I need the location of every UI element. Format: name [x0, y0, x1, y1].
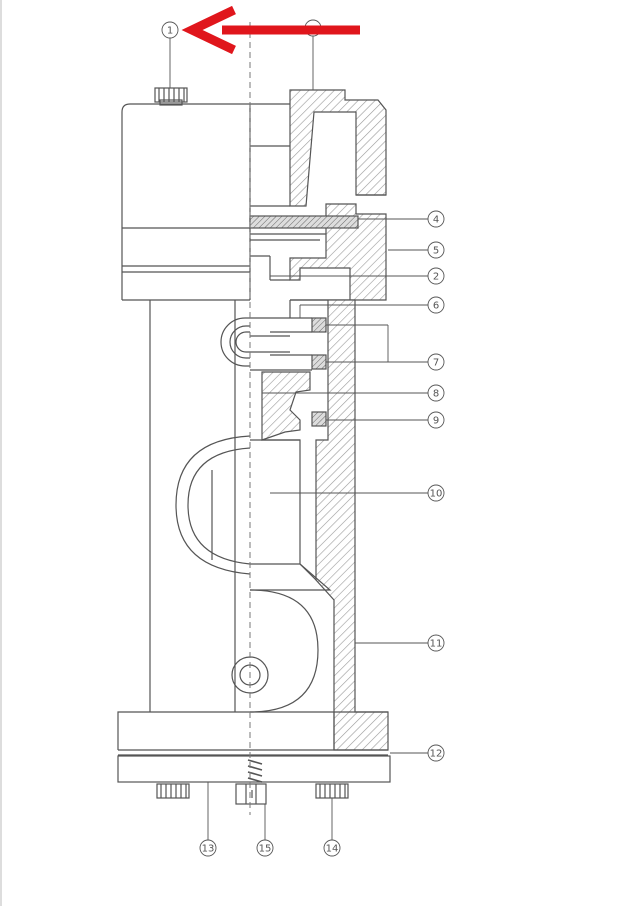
- callout-1-circle: [161, 21, 179, 39]
- actuator-head: [121, 103, 290, 301]
- bottom-screw-left: [156, 783, 190, 799]
- callout-15-label: 15: [259, 844, 272, 855]
- callout-12: 12: [427, 744, 445, 762]
- callout-14-circle: [323, 839, 341, 857]
- callout-14-label: 14: [326, 844, 339, 855]
- callout-5: 5: [427, 241, 445, 259]
- callout-15-circle: [256, 839, 274, 857]
- callout-10-label: 10: [430, 489, 443, 500]
- callout-11: 11: [427, 634, 445, 652]
- callout-4-circle: [427, 210, 445, 228]
- callout-2-label: 2: [433, 272, 439, 283]
- callout-6: 6: [427, 296, 445, 314]
- callout-15: 15: [256, 839, 274, 857]
- base-plate: [117, 711, 391, 783]
- callout-6-circle: [427, 296, 445, 314]
- red-arrow-annotation: [181, 5, 360, 55]
- callout-7: 7: [427, 353, 445, 371]
- diaphragm-chamber: [175, 435, 332, 591]
- callout-11-circle: [427, 634, 445, 652]
- callout-1: 1: [161, 21, 179, 39]
- callout-13-label: 13: [202, 844, 215, 855]
- callout-13-circle: [199, 839, 217, 857]
- lower-port: [231, 589, 319, 713]
- lower-seal: [311, 411, 327, 427]
- callout-8: 8: [427, 384, 445, 402]
- callout-5-label: 5: [433, 246, 439, 257]
- callout-13: 13: [199, 839, 217, 857]
- callout-10-circle: [427, 484, 445, 502]
- callout-14: 14: [323, 839, 341, 857]
- callout-6-label: 6: [433, 301, 439, 312]
- drain-plug: [235, 759, 267, 805]
- callout-11-label: 11: [430, 639, 443, 650]
- callout-1-label: 1: [167, 26, 173, 37]
- leader-lines: [169, 36, 428, 840]
- piston-plate: [249, 215, 359, 229]
- callout-7-label: 7: [433, 358, 439, 369]
- callout-8-label: 8: [433, 389, 439, 400]
- callout-9-circle: [427, 411, 445, 429]
- upper-port: [220, 317, 290, 367]
- top-vent-screw: [154, 87, 188, 106]
- upper-seals: [250, 317, 327, 371]
- callout-2-circle: [427, 267, 445, 285]
- valve-body: [149, 299, 389, 751]
- callout-5-circle: [427, 241, 445, 259]
- callout-7-circle: [427, 353, 445, 371]
- callout-8-circle: [427, 384, 445, 402]
- callout-4-label: 4: [433, 215, 439, 226]
- callout-2: 2: [427, 267, 445, 285]
- callout-10: 10: [427, 484, 445, 502]
- valve-seat: [261, 371, 311, 441]
- callout-9-label: 9: [433, 416, 439, 427]
- callout-12-circle: [427, 744, 445, 762]
- bottom-screw-right: [315, 783, 349, 799]
- callout-4: 4: [427, 210, 445, 228]
- callout-12-label: 12: [430, 749, 443, 760]
- head-section: [250, 89, 387, 301]
- callout-9: 9: [427, 411, 445, 429]
